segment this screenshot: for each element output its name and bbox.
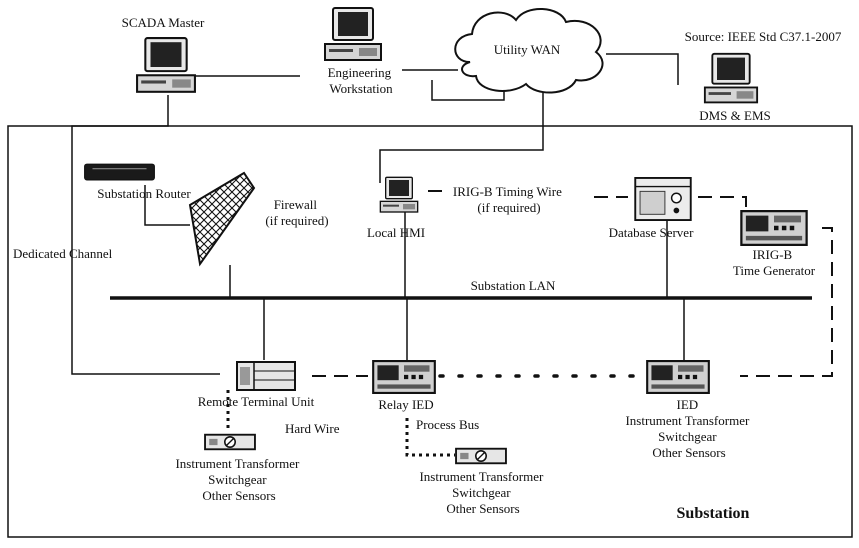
irig-b-timing-wire [428,190,833,377]
remote-terminal-unit-label: Remote Terminal Unit [198,394,315,409]
wan-links [71,53,679,375]
substation-router-label: Substation Router [97,186,191,201]
substation-boundary [7,125,853,538]
firewall-label: Firewall (if required) [265,197,328,228]
scada-master-label: SCADA Master [122,15,205,30]
ied-label: IED Instrument Transformer Switchgear Ot… [625,397,752,460]
rtu-sensor-device-icon [204,433,256,451]
relay-ied-icon [372,360,436,394]
process-bus-label: Process Bus [416,417,479,432]
database-server-icon [634,177,692,221]
remote-terminal-unit-icon [235,361,297,391]
database-server-label: Database Server [609,225,694,240]
utility-wan-cloud: Utility WAN [454,7,604,94]
source-note: Source: IEEE Std C37.1-2007 [685,29,842,44]
substation-router-icon [84,163,155,181]
irig-b-time-generator-label: IRIG-B Time Generator [733,247,816,278]
firewall-icon [188,171,256,267]
scada-master-computer-icon [135,36,197,93]
engineering-workstation-label: Engineering Workstation [328,65,395,96]
hard-wire-label: Hard Wire [285,421,340,436]
substation-region-label: Substation [677,505,750,522]
substation-lan-label: Substation LAN [471,278,556,293]
irig-b-timing-label: IRIG-B Timing Wire (if required) [453,184,565,215]
relay-sensor-device-icon [455,447,507,465]
relay-ied-label: Relay IED [378,397,433,412]
dedicated-channel-label: Dedicated Channel [13,246,113,261]
local-hmi-label: Local HMI [367,225,425,240]
dms-ems-label: DMS & EMS [699,108,771,123]
field-links [226,374,636,457]
local-hmi-computer-icon [379,176,419,213]
relay-sensors-label: Instrument Transformer Switchgear Other … [419,469,546,516]
irig-b-time-generator-icon [740,210,808,246]
ied-icon [646,360,710,394]
cloud-label: Utility WAN [494,42,561,57]
rtu-sensors-label: Instrument Transformer Switchgear Other … [175,456,302,503]
dms-ems-computer-icon [703,52,759,104]
engineering-workstation-computer-icon [323,6,383,62]
